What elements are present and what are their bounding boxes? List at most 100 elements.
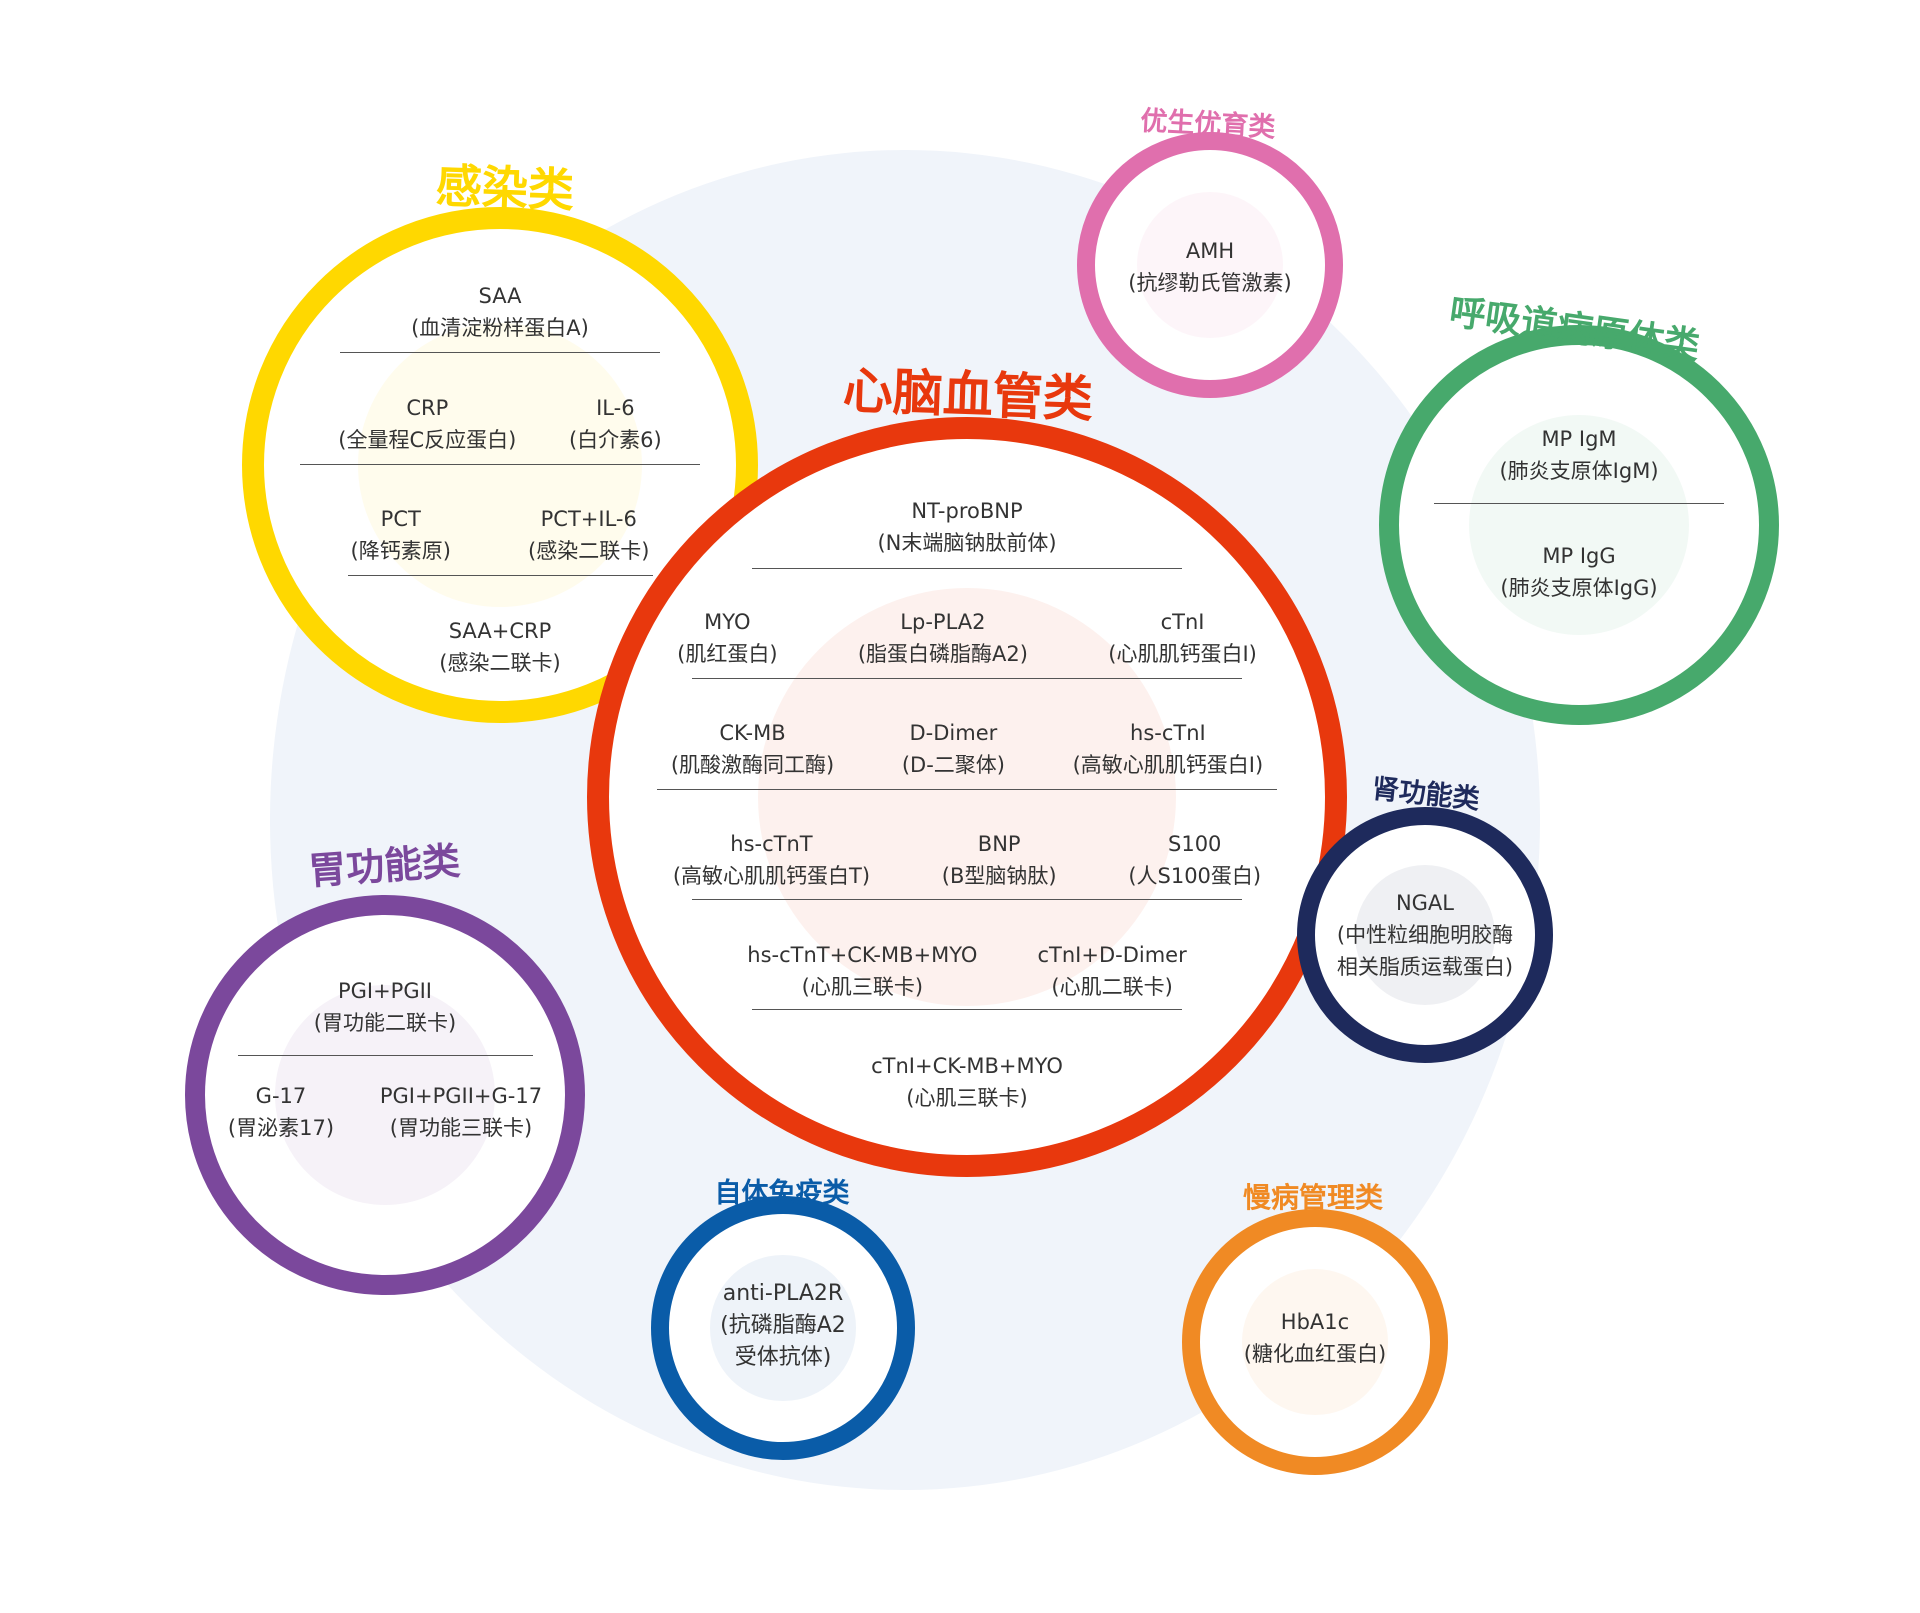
test-name: G-17 [255,1084,307,1108]
cardio-item: hs-cTnT+CK-MB+MYO(心肌三联卡) [747,939,977,1003]
test-description: (D-二聚体) [901,753,1005,777]
cardio-item: Lp-PLA2(脂蛋白磷脂酶A2) [858,606,1028,670]
respiratory-divider [1434,503,1724,504]
chronic-item: HbA1c(糖化血红蛋白) [1244,1306,1386,1370]
test-description: (抗缪勒氏管激素) [1128,271,1292,295]
chronic-title: 慢病管理类 [1242,1181,1383,1215]
autoimmune-title: 自体免疫类 [714,1177,850,1209]
test-description: (感染二联卡) [528,539,650,563]
cardio-divider [752,568,1182,569]
cardio-divider [692,899,1242,900]
cardio-row: NT-proBNP (N末端脑钠肽前体) [637,495,1297,559]
test-description: (抗磷脂酶A2 [720,1313,846,1338]
infection-item: SAA (血清淀粉样蛋白A) [411,280,589,344]
test-name: CRP [406,396,449,420]
infection-item: CRP (全量程C反应蛋白) [338,392,516,456]
test-name: cTnI+D-Dimer [1037,943,1187,967]
test-name: MP IgM [1541,427,1617,451]
respiratory-item: MP IgM (肺炎支原体IgM) [1499,423,1658,487]
cardio-row: hs-cTnT(高敏心肌肌钙蛋白T) BNP (B型脑钠肽) S100 (人S100蛋白… [637,828,1297,892]
cardio-item: cTnI+CK-MB+MYO(心肌三联卡) [871,1050,1063,1114]
infection-row: SAA+CRP (感染二联卡) [312,615,688,679]
cardio-item: CK-MB (肌酸激酶同工酶) [671,717,834,781]
test-name: MP IgG [1542,544,1616,568]
cardio-item: BNP (B型脑钠肽) [942,828,1057,892]
test-description: (心肌二联卡) [1051,975,1173,999]
cardio-item: hs-cTnT(高敏心肌肌钙蛋白T) [673,828,870,892]
test-name: PGI+PGII [337,979,433,1003]
test-description: (感染二联卡) [439,651,561,675]
cardio-divider [657,789,1277,790]
test-name: hs-cTnI [1130,721,1206,745]
eugenics-watermark-icon [1136,191,1284,339]
test-name: BNP [977,832,1021,856]
cardio-watermark-icon [758,588,1176,1006]
infection-item: PCT+IL-6 (感染二联卡) [528,503,649,567]
test-description: (肌酸激酶同工酶) [670,753,835,777]
respiratory-item: MP IgG (肺炎支原体IgG) [1500,540,1657,604]
cardio-row: hs-cTnT+CK-MB+MYO(心肌三联卡) cTnI+D-Dimer (心肌二… [637,939,1297,1003]
test-name: PGI+PGII+G-17 [379,1084,543,1108]
cardio-row: cTnI+CK-MB+MYO(心肌三联卡) [637,1050,1297,1114]
test-name: S100 [1168,832,1222,856]
infection-row: CRP(全量程C反应蛋白)IL-6(白介素6) [312,392,688,456]
cardio-item: cTnI (心肌肌钙蛋白I) [1108,606,1257,670]
cardio-title: 心脑血管类 [841,361,1094,429]
cardio-row: CK-MB (肌酸激酶同工酶) D-Dimer (D-二聚体) hs-cTnI (高敏心肌… [637,717,1297,781]
eugenics-row: AMH(抗缪勒氏管激素) [1097,235,1323,299]
infection-row: PCT(降钙素原) PCT+IL-6 (感染二联卡) [312,503,688,567]
stomach-item: PGI+PGII (胃功能二联卡) [314,975,456,1039]
test-name: cTnI [1160,610,1205,634]
test-description: (N末端脑钠肽前体) [877,531,1057,555]
test-name: NT-proBNP [911,499,1023,523]
test-name: Lp-PLA2 [900,610,986,634]
stomach-divider [237,1055,533,1056]
test-description: (血清淀粉样蛋白A) [411,316,589,340]
respiratory-row: MP IgG (肺炎支原体IgG) [1419,540,1739,604]
kidney-row: NGAL(中性粒细胞明胶酶相关脂质运载蛋白) [1302,887,1548,983]
test-name: MYO [704,610,751,634]
cardio-divider [692,678,1242,679]
test-name: PCT+IL-6 [540,507,637,531]
kidney-watermark-icon [1354,864,1496,1006]
test-name: CK-MB [719,721,786,745]
test-description: (高敏心肌肌钙蛋白I) [1072,753,1264,777]
infection-divider [347,575,653,576]
stomach-item: G-17 (胃泌素17) [228,1080,334,1144]
test-name: D-Dimer [909,721,998,745]
test-description: (中性粒细胞明胶酶 [1336,923,1514,947]
stomach-watermark-icon [275,985,495,1205]
test-name: SAA+CRP [448,619,552,643]
test-name: NGAL [1395,891,1455,915]
test-description: (全量程C反应蛋白) [338,428,517,452]
cardio-row: MYO(肌红蛋白) Lp-PLA2(脂蛋白磷脂酶A2) cTnI (心肌肌钙蛋白I) [637,606,1297,670]
respiratory-watermark-icon [1469,415,1689,635]
test-name: SAA [478,284,522,308]
cardio-item: D-Dimer (D-二聚体) [902,717,1005,781]
test-description: (B型脑钠肽) [941,864,1057,888]
test-description: (肺炎支原体IgM) [1499,459,1659,483]
infection-divider [340,352,660,353]
chronic-watermark-icon [1241,1268,1389,1416]
cardio-item: S100 (人S100蛋白) [1128,828,1261,892]
infection-row: SAA (血清淀粉样蛋白A) [312,280,688,344]
test-description: (心肌肌钙蛋白I) [1108,642,1257,666]
test-description: (肺炎支原体IgG) [1500,576,1658,600]
test-description: (人S100蛋白) [1128,864,1262,888]
test-description: (胃泌素17) [227,1116,335,1140]
cardio-item: NT-proBNP (N末端脑钠肽前体) [877,495,1056,559]
infection-item: SAA+CRP (感染二联卡) [439,615,560,679]
infection-item: PCT(降钙素原) [351,503,451,567]
cardio-item: MYO(肌红蛋白) [677,606,777,670]
autoimmune-watermark-icon [710,1255,856,1401]
cardio-divider [752,1009,1182,1010]
stomach-row: PGI+PGII (胃功能二联卡) [205,975,565,1039]
cardio-item: cTnI+D-Dimer (心肌二联卡) [1037,939,1186,1003]
test-name: anti-PLA2R [722,1281,844,1306]
test-name: HbA1c [1280,1310,1350,1334]
test-description: (心肌三联卡) [906,1086,1028,1110]
test-description: (胃功能二联卡) [313,1011,457,1035]
test-name: hs-cTnT [730,832,813,856]
